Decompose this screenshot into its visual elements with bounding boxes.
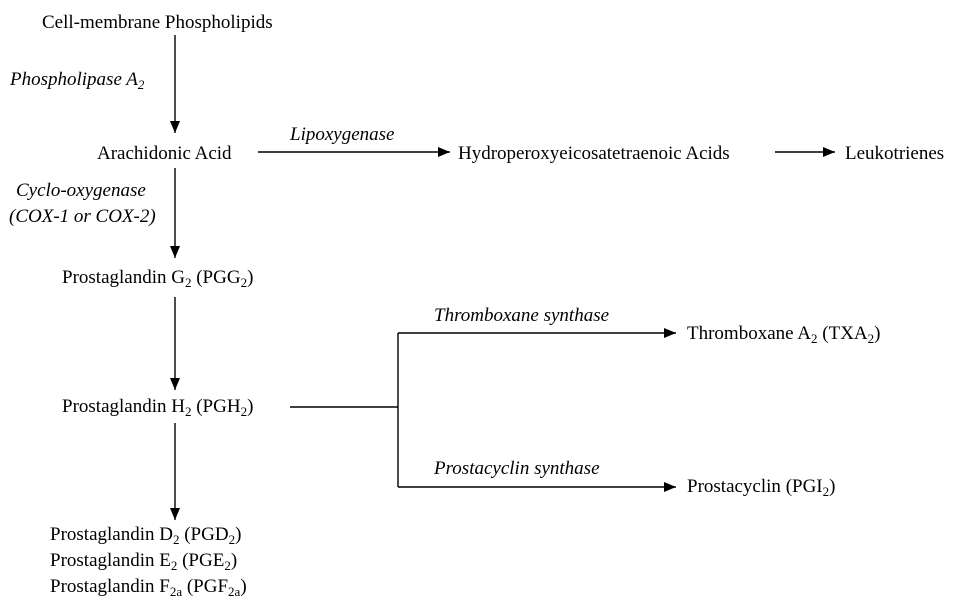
node-pgf2a: Prostaglandin F2a (PGF2a) (50, 576, 247, 599)
node-hpete: Hydroperoxyeicosatetraenoic Acids (458, 143, 730, 164)
enzyme-cox-isoforms: (COX-1 or COX-2) (9, 206, 156, 227)
node-pgg2: Prostaglandin G2 (PGG2) (62, 267, 254, 290)
node-arachidonic-acid: Arachidonic Acid (97, 143, 232, 164)
enzyme-thromboxane-synthase: Thromboxane synthase (434, 305, 610, 326)
enzyme-phospholipase-a2: Phospholipase A2 (10, 69, 145, 92)
enzyme-cyclooxygenase: Cyclo-oxygenase (16, 180, 146, 201)
node-leukotrienes: Leukotrienes (845, 143, 945, 164)
enzyme-prostacyclin-synthase: Prostacyclin synthase (434, 458, 600, 479)
enzyme-lipoxygenase: Lipoxygenase (290, 124, 395, 145)
node-txa2: Thromboxane A2 (TXA2) (687, 323, 881, 346)
node-pgh2: Prostaglandin H2 (PGH2) (62, 396, 254, 419)
node-pgi2: Prostacyclin (PGI2) (687, 476, 836, 499)
node-phospholipids: Cell-membrane Phospholipids (42, 12, 273, 33)
node-pgd2: Prostaglandin D2 (PGD2) (50, 524, 242, 547)
node-pge2: Prostaglandin E2 (PGE2) (50, 550, 238, 573)
